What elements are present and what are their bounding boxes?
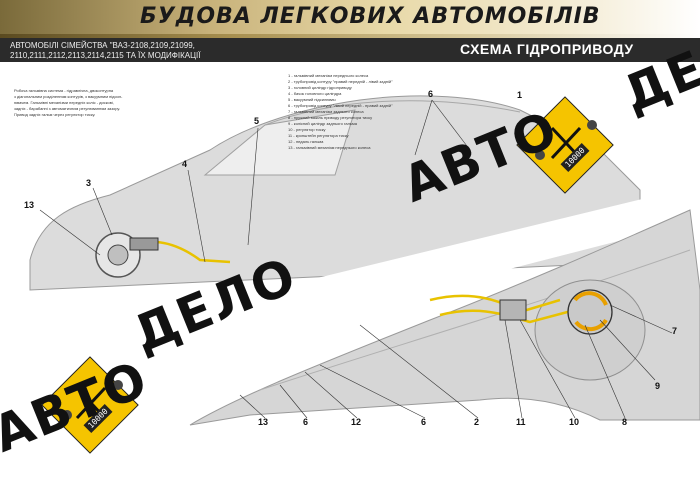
legend-item: 12 - педаль гальма xyxy=(288,139,324,144)
legend-item: 5 - вакуумний підсилювач xyxy=(288,97,336,102)
callout-3: 3 xyxy=(86,178,92,188)
legend-item: 2 - трубопровід контуру "правий передній… xyxy=(288,79,393,84)
models-text-line1: АВТОМОБІЛІ СІМЕЙСТВА "ВАЗ-2108,2109,2109… xyxy=(10,41,195,50)
legend-item: 8 - пружний важіль приводу регулятора ти… xyxy=(288,115,373,120)
leader-lines xyxy=(39,99,673,419)
callout-5: 5 xyxy=(254,116,260,126)
pressure-regulator xyxy=(499,299,527,321)
description-line: ювачем. Гальмівні механізми передніх кол… xyxy=(14,100,114,105)
legend-item: 1 - гальмівний механізм переднього колес… xyxy=(288,73,369,78)
callout-4: 4 xyxy=(182,159,188,169)
legend-item: 7 - гальмівний механізм заднього колеса xyxy=(288,109,364,114)
callout-6: 6 xyxy=(303,417,309,427)
callout-11: 11 xyxy=(516,417,526,427)
page-title: БУДОВА ЛЕГКОВИХ АВТОМОБІЛІВ xyxy=(140,4,601,29)
models-text-line2: 2110,2111,2112,2113,2114,2115 ТА ЇХ МОДИ… xyxy=(10,51,201,60)
white-band xyxy=(0,185,700,400)
legend-item: 9 - колісний циліндр заднього гальма xyxy=(288,121,357,126)
bolt-icon xyxy=(62,120,597,420)
callout-1: 1 xyxy=(517,90,523,100)
car-roofline xyxy=(264,100,521,126)
legend-item: 11 - кронштейн регулятора тиску xyxy=(288,133,349,138)
callout-6: 6 xyxy=(421,417,427,427)
description-line: Привод задніх гальм через регулятор тиск… xyxy=(14,112,96,117)
description-line: з діагональним розділенням контурів, з в… xyxy=(14,94,123,99)
legend: 1 - гальмівний механізм переднього колес… xyxy=(288,73,393,151)
description-line: Робоча гальмівна система - гідравлічна, … xyxy=(14,88,114,93)
master-cylinder xyxy=(129,237,159,251)
callout-13: 13 xyxy=(258,417,269,427)
callout-2: 2 xyxy=(474,417,480,427)
callout-10: 10 xyxy=(569,417,580,427)
legend-item: 13 - гальмівний механізм переднього коле… xyxy=(288,145,371,150)
section-title: СХЕМА ГІДРОПРИВОДУ xyxy=(460,41,634,57)
callout-13: 13 xyxy=(24,200,35,210)
callout-12: 12 xyxy=(351,417,362,427)
brake-line-rear-b xyxy=(439,308,576,324)
description-line: задніх - барабанні з автоматичним регулю… xyxy=(14,106,121,111)
callout-9: 9 xyxy=(655,381,661,391)
car-underline xyxy=(259,249,691,391)
legend-item: 6 - трубопровід контуру "лівий передній … xyxy=(288,103,393,108)
brake-diagram xyxy=(0,95,700,454)
callout-8: 8 xyxy=(622,417,628,427)
car-windshield xyxy=(203,109,356,176)
legend-item: 4 - бачок головного циліндра xyxy=(288,91,342,96)
description-block: Робоча гальмівна система - гідравлічна, … xyxy=(14,88,154,118)
subheader-bar xyxy=(0,38,700,62)
legend-item: 3 - головний циліндр гідроприводу xyxy=(288,85,352,90)
callout-6: 6 xyxy=(428,89,434,99)
callout-7: 7 xyxy=(672,326,678,336)
legend-item: 10 - регулятор тиску xyxy=(288,127,326,132)
header-bar xyxy=(0,0,700,38)
